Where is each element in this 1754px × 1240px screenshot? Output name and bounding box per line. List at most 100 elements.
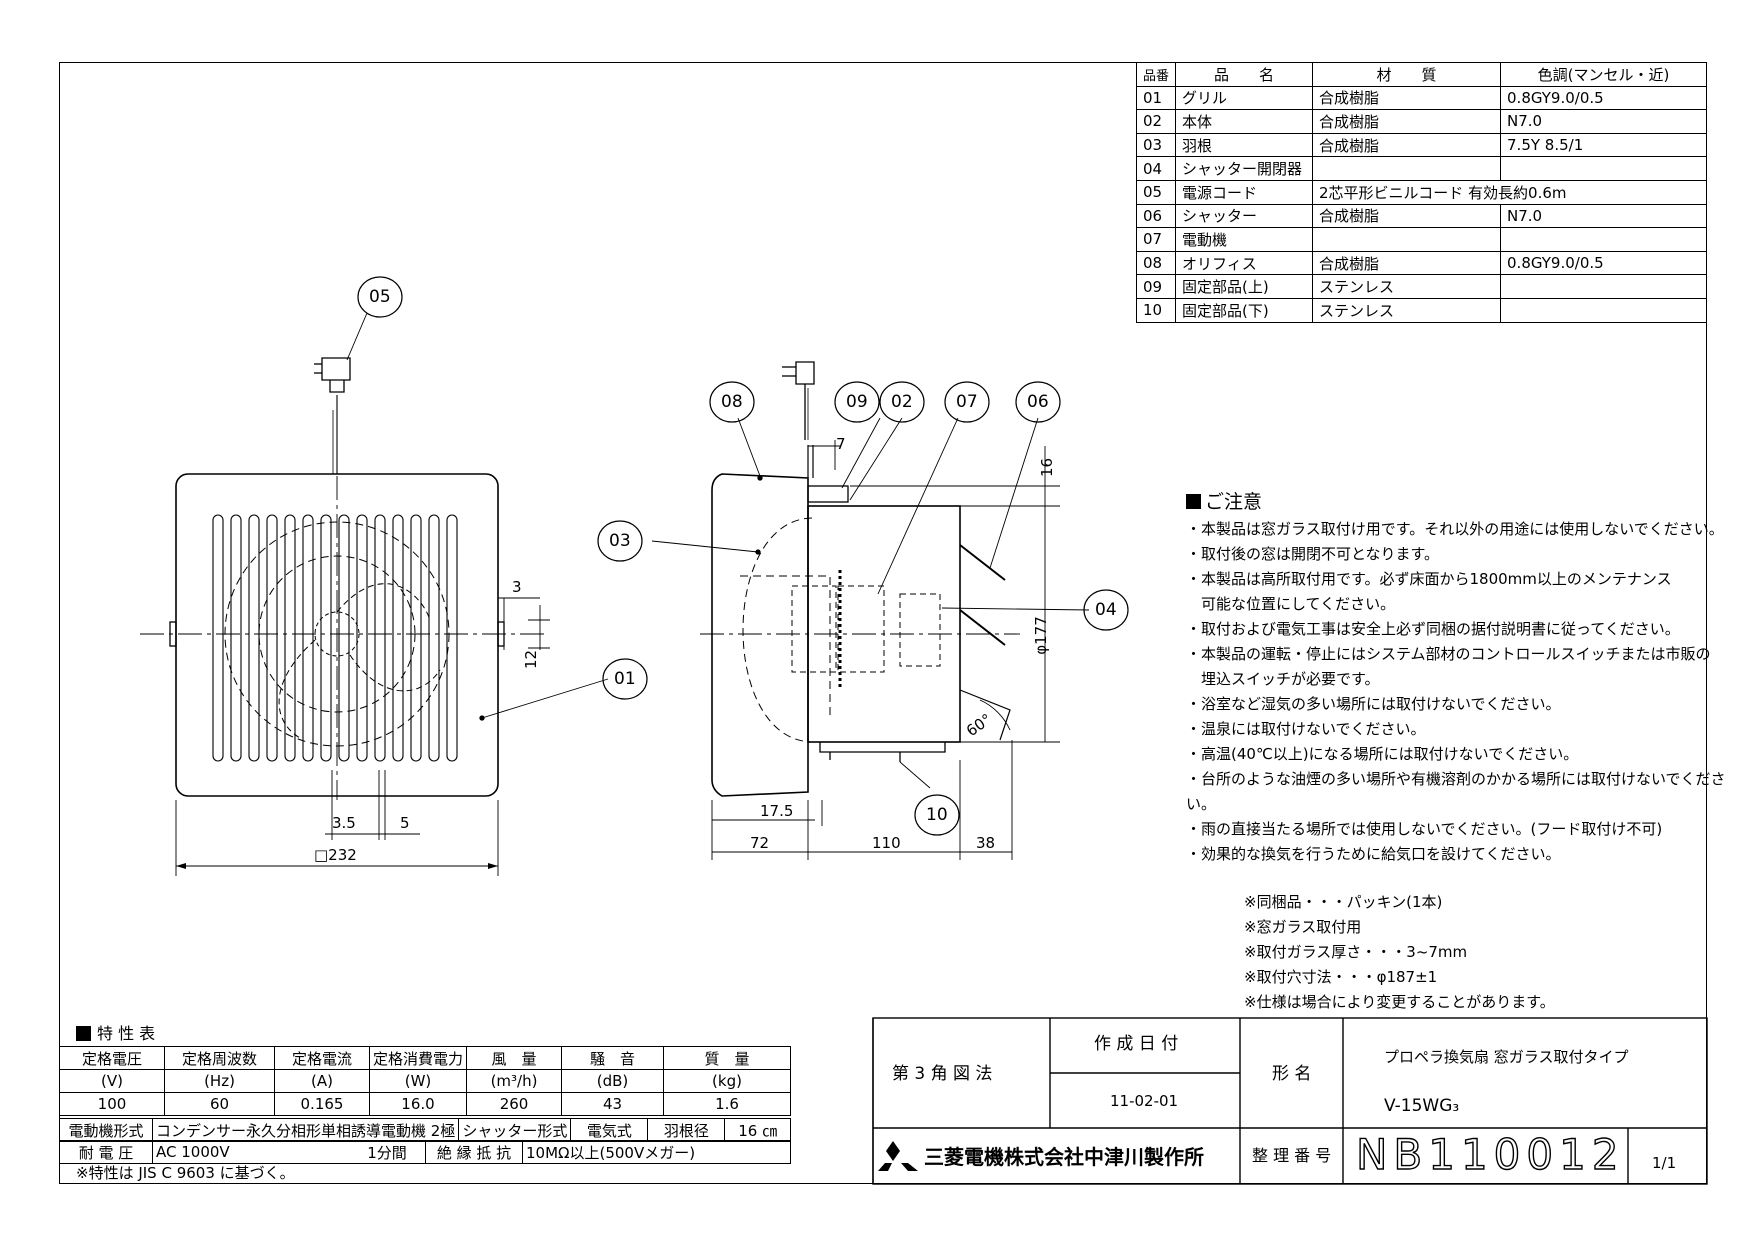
spec-unit-row: (V) (Hz) (A) (W) (m³/h) (dB) (kg) (59, 1069, 791, 1093)
spec-header: 定格電圧 (59, 1046, 165, 1070)
table-cell: 2芯平形ビニルコード 有効長約0.6m (1312, 179, 1707, 205)
table-cell: 電源コード (1175, 179, 1314, 205)
table-cell: オリフィス (1175, 250, 1314, 276)
spec-value: 60 (164, 1092, 275, 1116)
creation-date: 11-02-01 (1110, 1092, 1179, 1110)
spec-header: 定格周波数 (164, 1046, 275, 1070)
table-cell: N7.0 (1500, 109, 1707, 134)
spec-header-row: 定格電圧 定格周波数 定格電流 定格消費電力 風 量 騒 音 質 量 (59, 1046, 791, 1070)
table-cell: 07 (1135, 227, 1177, 252)
note-item: ・取付および電気工事は安全上必ず同梱の据付説明書に従ってください。 (1186, 620, 1680, 638)
table-cell: 05 (1135, 179, 1177, 205)
spec-table: 定格電圧 定格周波数 定格電流 定格消費電力 風 量 騒 音 質 量 (V) (… (59, 1046, 791, 1116)
spec-unit: (W) (368, 1069, 468, 1093)
spec-value: 10MΩ以上(500Vメガー) (522, 1140, 791, 1164)
spec-value: 1分間 (349, 1140, 426, 1164)
caution-notes: ご注意 ・本製品は窓ガラス取付け用です。それ以外の用途には使用しないでください。… (1186, 490, 1754, 867)
spec-value: 1.6 (663, 1092, 791, 1116)
table-cell (1500, 227, 1707, 252)
title-block-lines (872, 1017, 1708, 1185)
grille-slats (212, 514, 458, 762)
misc-note: ※仕様は場合により変更することがあります。 (1244, 993, 1555, 1011)
spec-label: 羽根径 (647, 1118, 726, 1142)
balloon-05: 05 (369, 287, 391, 307)
table-cell: 08 (1135, 250, 1177, 276)
table-cell: 合成樹脂 (1312, 132, 1502, 158)
note-item: ・効果的な換気を行うために給気口を設けてください。 (1186, 845, 1561, 863)
balloon-10: 10 (926, 805, 948, 825)
spec-value: コンデンサー永久分相形単相誘導電動機 2極 (151, 1118, 460, 1142)
note-item: ・台所のような油煙の多い場所や有機溶剤のかかる場所には取付けないでください。 (1186, 770, 1726, 813)
balloon-08: 08 (721, 392, 743, 412)
table-cell: 0.8GY9.0/0.5 (1500, 250, 1707, 276)
table-cell: 06 (1135, 203, 1177, 229)
spec-footnote: ※特性は JIS C 9603 に基づく。 (76, 1164, 295, 1182)
note-item: 埋込スイッチが必要です。 (1186, 670, 1380, 688)
balloon-07: 07 (956, 392, 978, 412)
misc-note: ※取付穴寸法・・・φ187±1 (1244, 968, 1438, 986)
spec-unit: (dB) (561, 1069, 665, 1093)
parts-header-row: 品番 品 名 材 質 色調(マンセル・近) (1135, 62, 1707, 87)
square-bullet-icon (1186, 494, 1201, 509)
balloons (357, 276, 1129, 836)
spec-table-voltage: 耐 電 圧 AC 1000V 1分間 絶 縁 抵 抗 10MΩ以上(500Vメガ… (59, 1140, 791, 1164)
spec-value: 43 (561, 1092, 665, 1116)
spec-label: 電動機形式 (59, 1118, 153, 1142)
note-item: ・高温(40℃以上)になる場所には取付けないでください。 (1186, 745, 1579, 763)
misc-note: ※窓ガラス取付用 (1244, 918, 1362, 936)
table-cell: 02 (1135, 109, 1177, 134)
header-cell: 材 質 (1312, 62, 1502, 87)
table-cell: 羽根 (1175, 132, 1314, 158)
dim-7: 7 (836, 435, 846, 453)
spec-unit: (A) (274, 1069, 370, 1093)
table-cell (1312, 227, 1502, 252)
dim-size: □232 (314, 846, 357, 864)
table-cell (1500, 274, 1707, 299)
table-cell: グリル (1175, 85, 1314, 111)
note-item: ・本製品は窓ガラス取付け用です。それ以外の用途には使用しないでください。 (1186, 520, 1724, 538)
table-cell: 合成樹脂 (1312, 250, 1502, 276)
spec-label: 絶 縁 抵 抗 (425, 1140, 523, 1164)
dim-5: 5 (400, 814, 410, 832)
table-cell: 合成樹脂 (1312, 109, 1502, 134)
spec-header: 風 量 (466, 1046, 563, 1070)
spec-label: シャッター形式 (458, 1118, 572, 1142)
spec-title-text: 特 性 表 (97, 1024, 156, 1043)
note-item: ・浴室など湿気の多い場所には取付けないでください。 (1186, 695, 1561, 713)
balloon-02: 02 (891, 392, 913, 412)
spec-value: 16.0 (368, 1092, 468, 1116)
balloon-03: 03 (609, 531, 631, 551)
dim-12: 12 (522, 649, 541, 670)
spec-value: 100 (59, 1092, 165, 1116)
spec-motor-row: 電動機形式 コンデンサー永久分相形単相誘導電動機 2極 シャッター形式 電気式 … (59, 1118, 791, 1142)
table-cell: N7.0 (1500, 203, 1707, 229)
front-view (140, 312, 609, 876)
balloon-09: 09 (846, 392, 868, 412)
balloon-01: 01 (614, 669, 636, 689)
table-cell: ステンレス (1312, 274, 1502, 299)
misc-note: ※取付ガラス厚さ・・・3~7mm (1244, 943, 1468, 961)
spec-unit: (m³/h) (466, 1069, 563, 1093)
spec-voltage-row: 耐 電 圧 AC 1000V 1分間 絶 縁 抵 抗 10MΩ以上(500Vメガ… (59, 1140, 791, 1164)
spec-value: AC 1000V (152, 1140, 349, 1164)
header-cell: 品 名 (1175, 62, 1314, 87)
company-logo (878, 1141, 918, 1171)
spec-unit: (Hz) (164, 1069, 275, 1093)
table-cell: 固定部品(下) (1175, 297, 1314, 323)
sheet-number: 1/1 (1652, 1154, 1677, 1172)
projection-label: 第 3 角 図 法 (892, 1064, 993, 1084)
spec-table-motor: 電動機形式 コンデンサー永久分相形単相誘導電動機 2極 シャッター形式 電気式 … (59, 1118, 791, 1142)
number-label: 整 理 番 号 (1252, 1146, 1332, 1165)
table-cell: 03 (1135, 132, 1177, 158)
table-cell: 7.5Y 8.5/1 (1500, 132, 1707, 158)
note-item: 可能な位置にしてください。 (1186, 595, 1396, 613)
note-item: ・雨の直接当たる場所では使用しないでください。(フード取付け不可) (1186, 820, 1663, 838)
